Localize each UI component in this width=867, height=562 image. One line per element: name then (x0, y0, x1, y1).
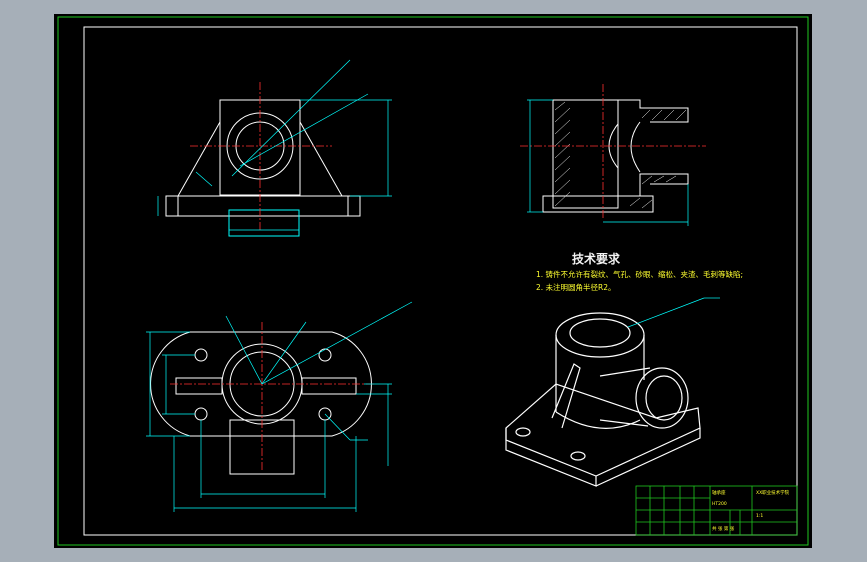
front-view-centerlines (190, 82, 332, 230)
title-block-drawing-name: 轴承座 (712, 491, 726, 496)
top-view-centerlines (170, 322, 374, 470)
title-block (635, 485, 798, 536)
tech-requirement-1: 1. 铸件不允许有裂纹、气孔、砂眼、缩松、夹渣、毛刺等缺陷; (536, 270, 744, 279)
tech-requirement-2: 2. 未注明圆角半径R2。 (536, 283, 616, 292)
drawing-frame (83, 26, 798, 536)
sheet-outer-border (57, 16, 809, 546)
tech-requirements-title: 技术要求 (572, 252, 621, 266)
side-view-dimensions (527, 99, 689, 226)
side-view (542, 99, 689, 213)
title-block-material: HT200 (712, 502, 727, 507)
side-view-hatch (554, 101, 687, 209)
drawing-sheet (54, 14, 812, 548)
title-block-sheet: 共 张 第 张 (712, 527, 735, 532)
front-view-dimensions (157, 59, 392, 231)
top-view-dimensions (146, 301, 413, 512)
title-block-school: XX职业技术学院 (756, 491, 790, 496)
title-block-scale: 1:1 (756, 514, 764, 519)
side-view-centerlines (520, 84, 706, 218)
isometric-leader (627, 297, 720, 328)
isometric-view (505, 312, 701, 487)
